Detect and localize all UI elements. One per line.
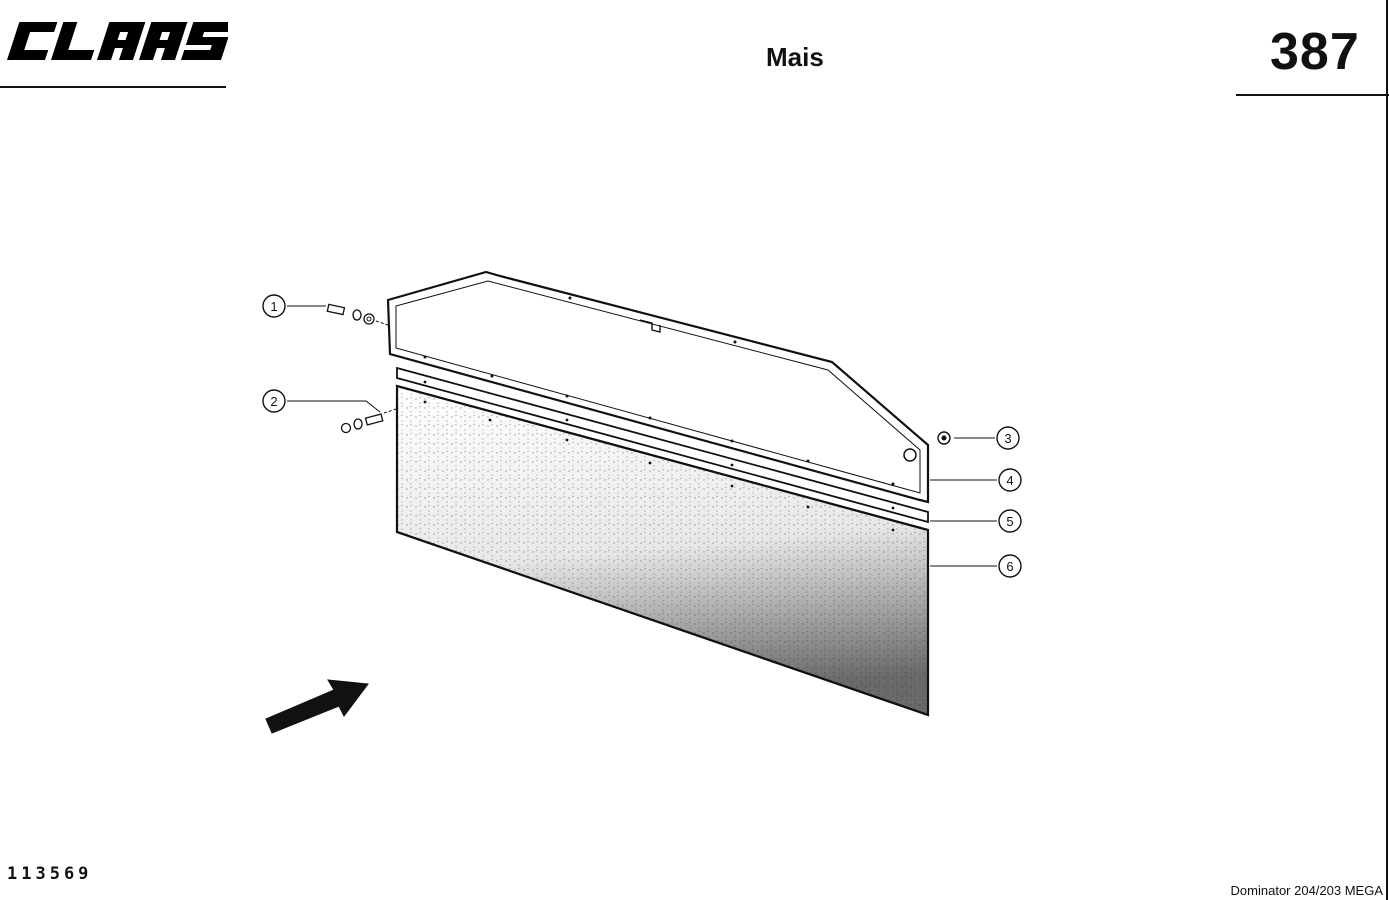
claas-logo: [6, 20, 234, 67]
callout-2: 2: [262, 389, 286, 413]
callout-5: 5: [998, 509, 1022, 533]
drawing-number: 113569: [7, 864, 93, 884]
section-title: Mais: [766, 42, 824, 72]
callout-1: 1: [262, 294, 286, 318]
callout-3-label: 3: [1004, 431, 1011, 446]
rubber-flap: [395, 384, 930, 717]
callout-6: 6: [998, 554, 1022, 578]
clamping-strip: [396, 366, 929, 524]
model-name: Dominator 204/203 MEGA: [1230, 883, 1383, 898]
nut-3: [937, 431, 951, 445]
claas-logo-mark: [7, 22, 234, 60]
leader-lines: [287, 305, 997, 567]
callout-2-label: 2: [270, 394, 277, 409]
logo-underline: [0, 86, 226, 88]
callout-5-label: 5: [1006, 514, 1013, 529]
divider-plate: [386, 270, 930, 504]
bolt-assembly-1: [326, 303, 389, 326]
callout-6-label: 6: [1006, 559, 1013, 574]
callout-3: 3: [996, 426, 1020, 450]
bolt-assembly-2: [340, 408, 397, 434]
page-number: 387: [1270, 23, 1360, 81]
callout-4: 4: [998, 468, 1022, 492]
page-number-underline: [1236, 94, 1389, 96]
callout-4-label: 4: [1006, 473, 1013, 488]
callout-1-label: 1: [270, 299, 277, 314]
direction-arrow-icon: [265, 679, 369, 734]
page-border: [1386, 0, 1388, 900]
